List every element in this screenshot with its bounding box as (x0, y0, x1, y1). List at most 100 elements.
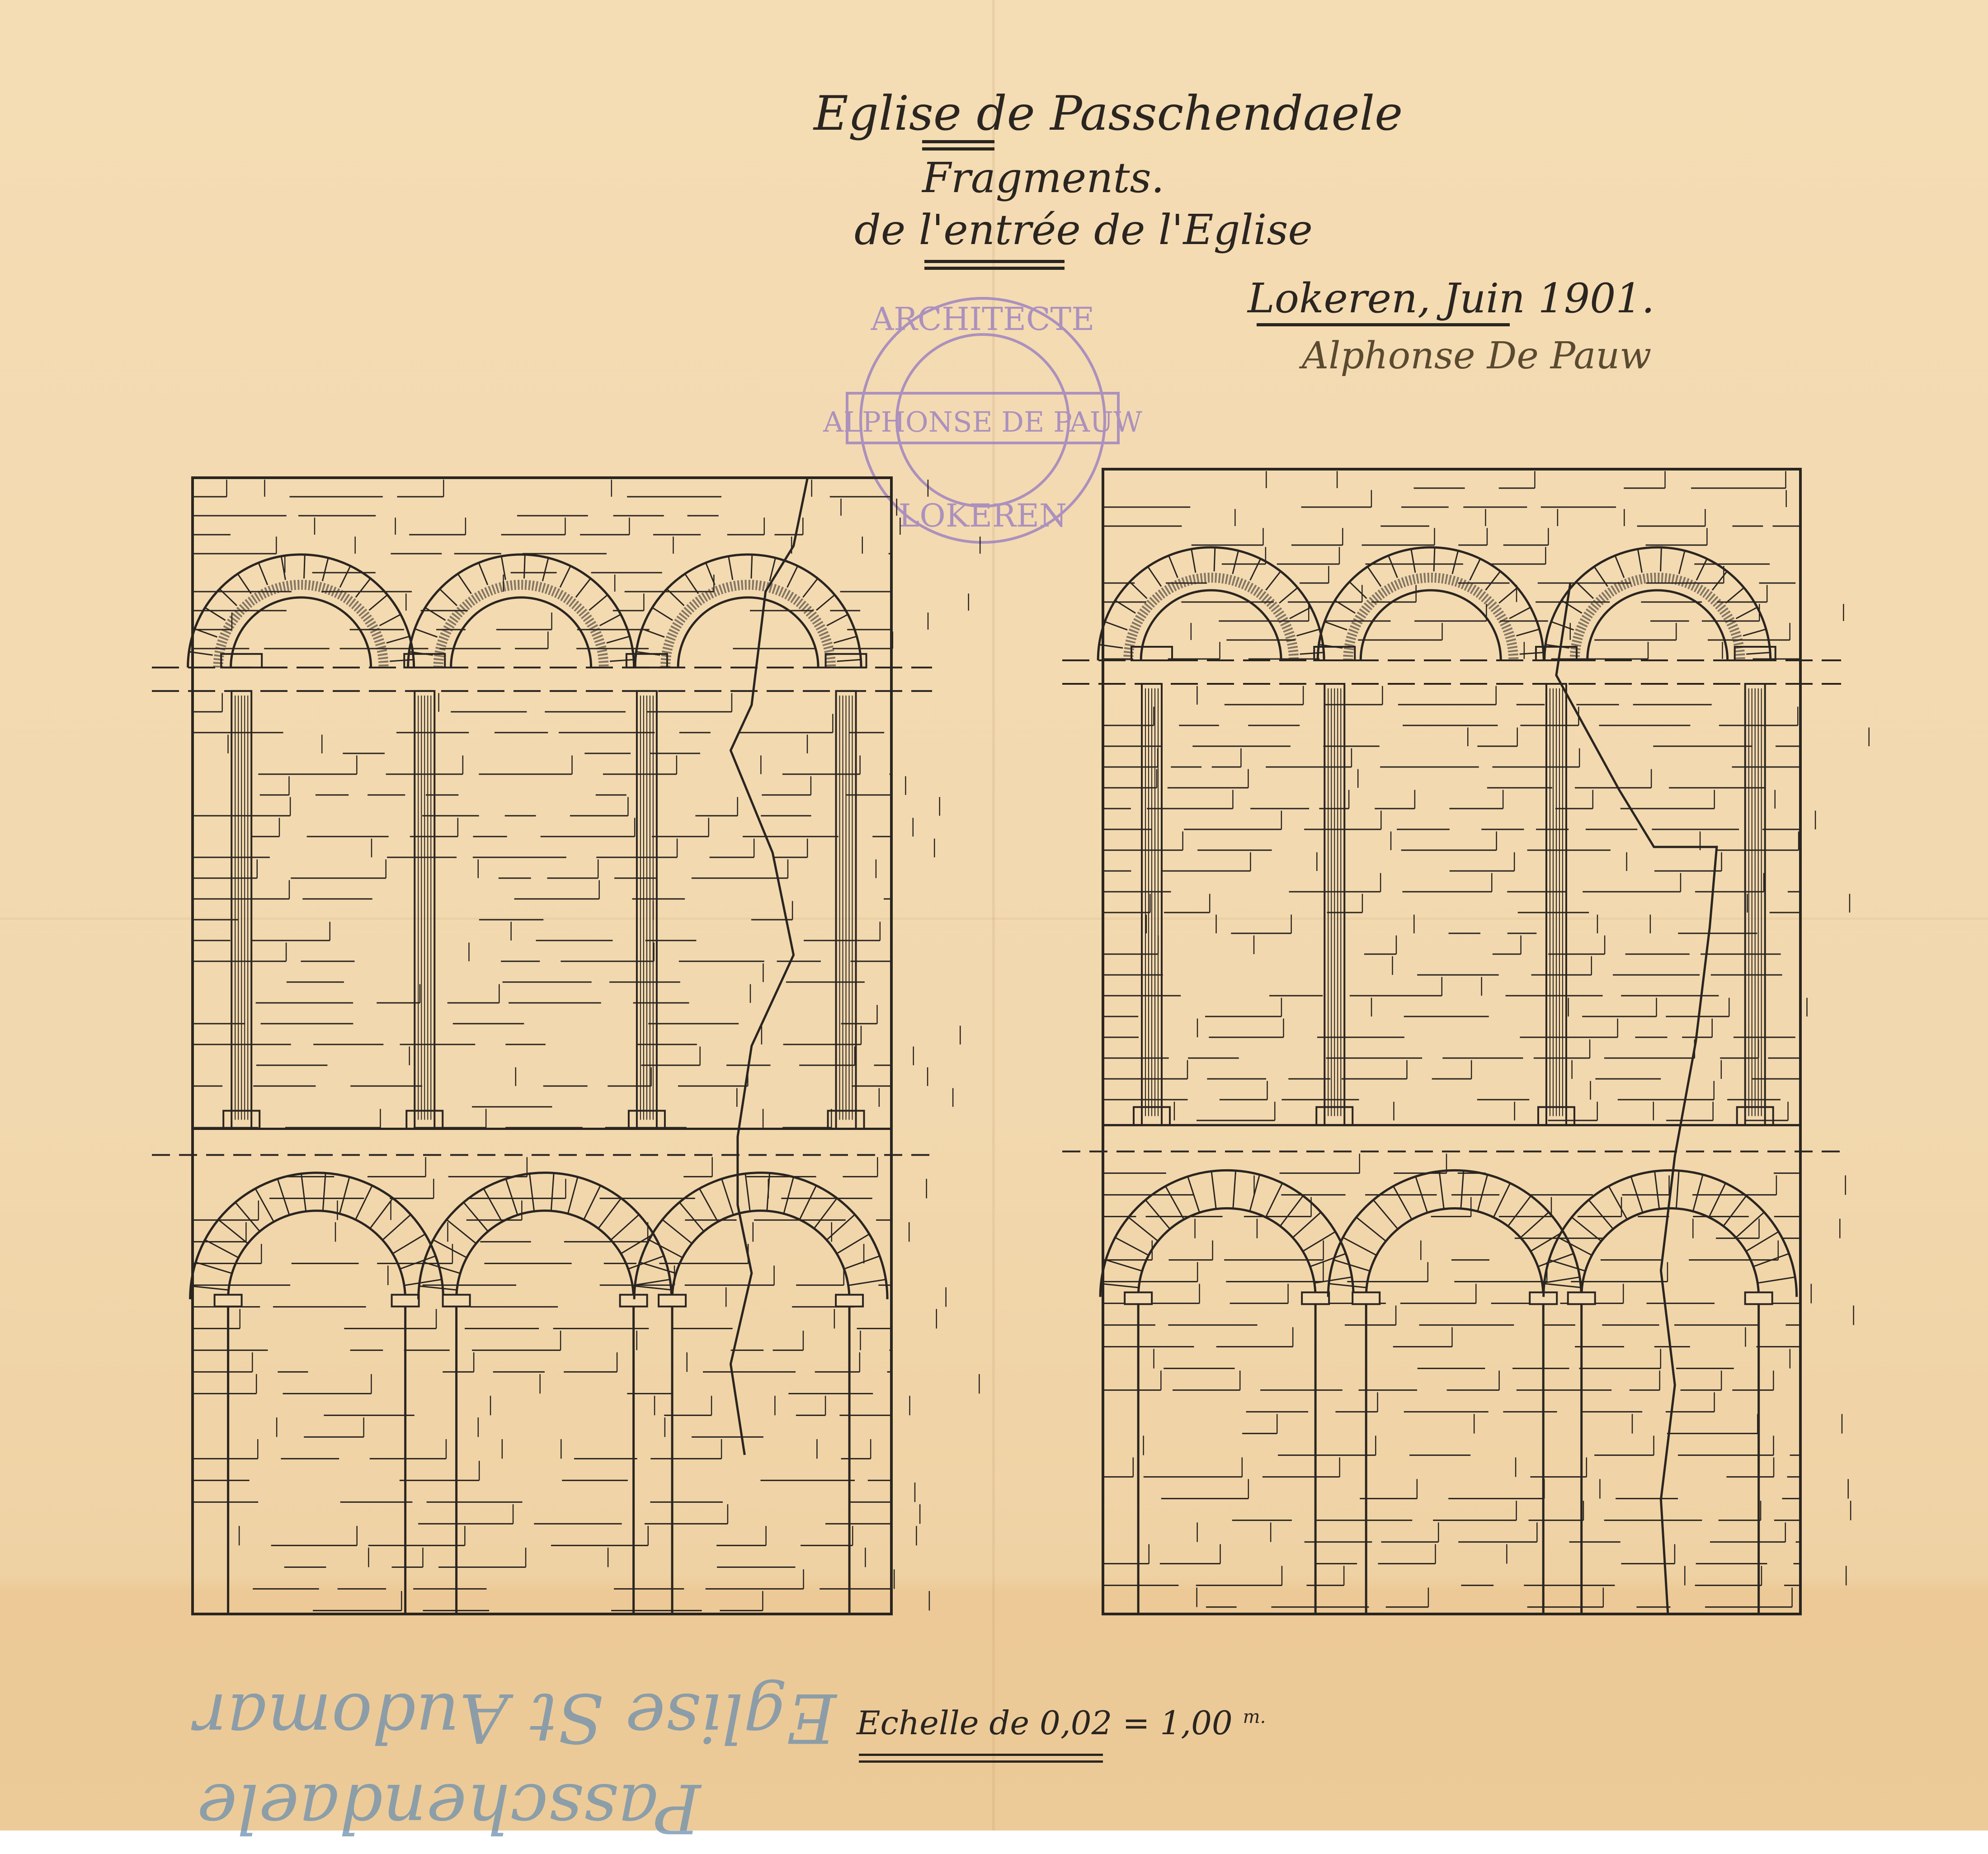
voussoir-joint (1410, 549, 1416, 573)
voussoir-joint (500, 556, 506, 580)
voussoir-joint (783, 1176, 794, 1214)
voussoir-joint (1469, 558, 1481, 581)
voussoir-joint (194, 628, 218, 638)
upper-arch-intrados (1586, 589, 1729, 661)
impost-block (1567, 1291, 1596, 1305)
voussoir-joint (1343, 1237, 1377, 1256)
voussoir-joint (1757, 1276, 1795, 1284)
voussoir-joint (1723, 1195, 1747, 1227)
voussoir-joint (1334, 600, 1356, 614)
voussoir-joint (1692, 1174, 1704, 1212)
impost-block (1301, 1291, 1330, 1305)
title-line-2: Fragments. (922, 154, 1164, 202)
voussoir-joint (813, 1198, 838, 1229)
voussoir-joint (620, 1233, 654, 1254)
voussoir-joint (1753, 1253, 1790, 1267)
voussoir-joint (1187, 1176, 1201, 1213)
voussoir-joint (355, 578, 371, 598)
column-base (827, 1110, 865, 1130)
lower-arch-opening (227, 1209, 407, 1614)
voussoir-joint (424, 1261, 461, 1274)
voussoir-joint (433, 1239, 467, 1258)
scale-value: 0,02 = 1,00 (1040, 1704, 1233, 1742)
voussoir-joint (766, 1173, 771, 1211)
voussoir-joint (258, 562, 269, 585)
voussoir-joint (721, 1178, 734, 1215)
upper-arch-soffit-hatching (1123, 573, 1299, 661)
column-capital (824, 653, 867, 668)
column-base (222, 1110, 261, 1130)
voussoir-joint (1292, 1211, 1322, 1238)
voussoir-joint (1328, 1283, 1367, 1289)
stamp-text-middle: ALPHONSE DE PAUW (823, 405, 1142, 438)
column-capital (625, 653, 668, 668)
elevation-frame (1102, 468, 1802, 1615)
wall-crack (1555, 583, 1718, 1614)
voussoir-joint (1393, 1186, 1413, 1220)
voussoir-joint (1696, 558, 1708, 581)
scale-label: Echelle de (857, 1704, 1030, 1742)
voussoir-joint (1516, 628, 1540, 637)
upper-arch-soffit-hatching (1569, 573, 1745, 661)
voussoir-joint (386, 635, 410, 644)
voussoir-joint (355, 1185, 373, 1220)
voussoir-joint (478, 562, 489, 585)
voussoir-joint (1388, 555, 1398, 578)
voussoir-joint (837, 659, 861, 662)
left-elevation (152, 476, 981, 1615)
impost-block (658, 1294, 687, 1308)
voussoir-joint (1544, 1283, 1582, 1289)
column-capital (220, 653, 263, 668)
voussoir-joint (1129, 581, 1148, 599)
voussoir-joint (1593, 566, 1608, 587)
voussoir-joint (1537, 1253, 1574, 1267)
voussoir-joint (1101, 1283, 1139, 1289)
voussoir-joint (826, 1214, 856, 1241)
voussoir-joint (392, 1233, 426, 1254)
upper-arch-soffit-hatching (433, 579, 609, 668)
voussoir-joint (769, 557, 777, 582)
voussoir-joint (1145, 1199, 1171, 1230)
upper-arch-soffit-hatching (213, 579, 389, 668)
voussoir-joint (802, 578, 819, 598)
voussoir-joint (632, 1279, 670, 1286)
voussoir-joint (204, 1239, 239, 1258)
title-underline-3b (924, 267, 1065, 270)
voussoir-joint (523, 554, 526, 579)
voussoir-joint (191, 1285, 229, 1291)
voussoir-joint (750, 554, 753, 579)
voussoir-joint (219, 588, 237, 607)
voussoir-joint (1708, 1183, 1726, 1218)
voussoir-joint (1746, 652, 1771, 655)
architect-signature: Alphonse De Pauw (1302, 334, 1652, 377)
impost-block (442, 1294, 471, 1308)
voussoir-joint (1279, 1195, 1304, 1227)
impost-block (1529, 1291, 1558, 1305)
upper-arch-soffit-hatching (660, 579, 836, 668)
voussoir-joint (1485, 571, 1501, 591)
stamp-banner (846, 392, 1120, 444)
impost-block (1744, 1291, 1773, 1305)
impost-block (391, 1294, 420, 1308)
voussoir-joint (1509, 607, 1531, 619)
voussoir-joint (1168, 555, 1178, 578)
upper-arch-soffit-hatching (1343, 573, 1519, 661)
voussoir-joint (1498, 587, 1518, 604)
voussoir-joint (1549, 1259, 1586, 1272)
voussoir-joint (1373, 1199, 1399, 1230)
voussoir-joint (188, 651, 213, 656)
voussoir-joint (1415, 1176, 1428, 1213)
voussoir-joint (415, 628, 438, 638)
column-capital (403, 653, 446, 668)
voussoir-joint (235, 1202, 260, 1232)
voussoir-joint (836, 1233, 870, 1254)
voussoir-joint (368, 594, 388, 611)
voussoir-joint (1675, 1170, 1680, 1209)
voussoir-joint (1302, 1231, 1336, 1252)
voussoir-joint (218, 1219, 249, 1244)
lower-arch-opening (455, 1209, 635, 1614)
voussoir-joint (1104, 621, 1128, 631)
voussoir-joint (1558, 1237, 1592, 1256)
